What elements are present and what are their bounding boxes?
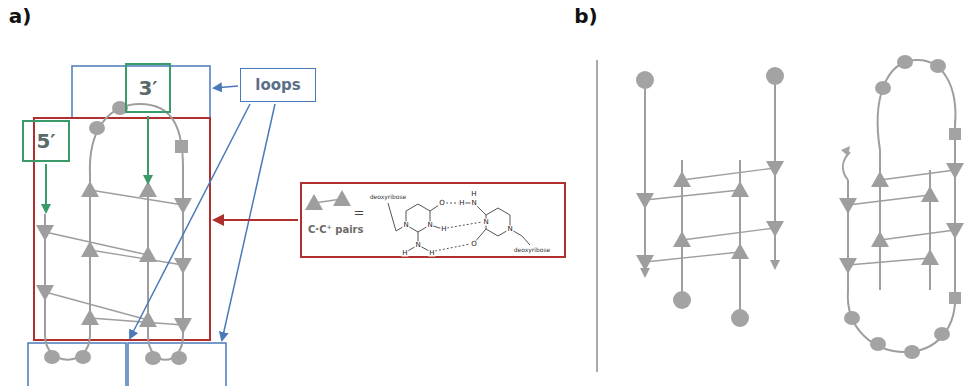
atom-label: H xyxy=(440,226,447,233)
atom-label: O xyxy=(438,200,446,207)
end-label-box: 3′ xyxy=(125,63,171,113)
atom-label: H xyxy=(470,191,477,198)
node-text: 3′ xyxy=(138,77,157,99)
sugar-label: deoxyribose xyxy=(513,247,552,253)
atom-label: N xyxy=(402,222,409,229)
panel-label: a) xyxy=(9,6,32,26)
atom-label: N xyxy=(426,222,433,229)
atom-label: H xyxy=(401,250,408,257)
end-label-box: 5′ xyxy=(22,120,70,162)
atom-label: N xyxy=(482,219,489,226)
atom-label: N xyxy=(506,226,513,233)
atom-label: N xyxy=(414,242,421,249)
node-text: C·C⁺ pairs xyxy=(308,224,363,235)
loops-label-box: loops xyxy=(240,68,316,102)
node-text: 5′ xyxy=(36,130,55,152)
atom-label: N xyxy=(470,200,477,207)
node-text: loops xyxy=(255,77,300,94)
sugar-label: deoxyribose xyxy=(369,194,408,200)
atom-label: O xyxy=(470,241,478,248)
panel-label: b) xyxy=(574,6,597,26)
atom-label: H xyxy=(428,250,435,257)
atom-label: H xyxy=(458,200,465,207)
equals-sign: = xyxy=(354,206,365,219)
